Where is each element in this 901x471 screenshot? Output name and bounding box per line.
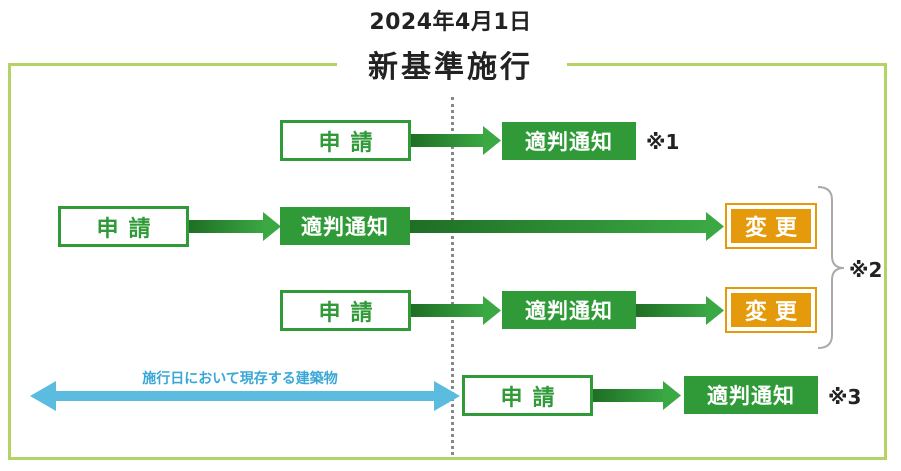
flow2-apply-box: 申請	[58, 206, 189, 247]
arrow-flow3-notice-to-change	[636, 296, 724, 325]
group-note: ※2	[849, 258, 883, 282]
existing-buildings-double-arrow	[30, 381, 460, 411]
flow3-apply-box: 申請	[280, 290, 411, 331]
flow4-notice-box: 適判通知	[684, 376, 818, 414]
page-title: 新基準施行	[368, 50, 533, 85]
flow1-notice-box: 適判通知	[502, 122, 636, 160]
title-backdrop	[337, 40, 567, 85]
flow4-note: ※3	[828, 385, 862, 409]
enforcement-date: 2024年4月1日	[369, 10, 532, 35]
flow3-change-box: 変更	[725, 287, 817, 333]
arrow-flow2-notice-to-change	[410, 212, 724, 241]
arrow-flow1-apply-to-notice	[411, 126, 501, 155]
enforcement-divider-line	[451, 97, 454, 455]
group-brace	[817, 186, 845, 349]
flow3-notice-box: 適判通知	[502, 291, 636, 329]
flow2-change-box: 変更	[725, 203, 817, 249]
arrow-flow4-apply-to-notice	[593, 381, 681, 410]
flow4-apply-box: 申請	[462, 375, 593, 416]
flow1-apply-box: 申請	[280, 120, 411, 161]
arrow-flow2-apply-to-notice	[189, 212, 281, 241]
flow2-notice-box: 適判通知	[280, 207, 410, 245]
existing-buildings-label: 施行日において現存する建築物	[142, 371, 338, 387]
flow1-note: ※1	[646, 130, 680, 154]
arrow-flow3-apply-to-notice	[411, 296, 501, 325]
